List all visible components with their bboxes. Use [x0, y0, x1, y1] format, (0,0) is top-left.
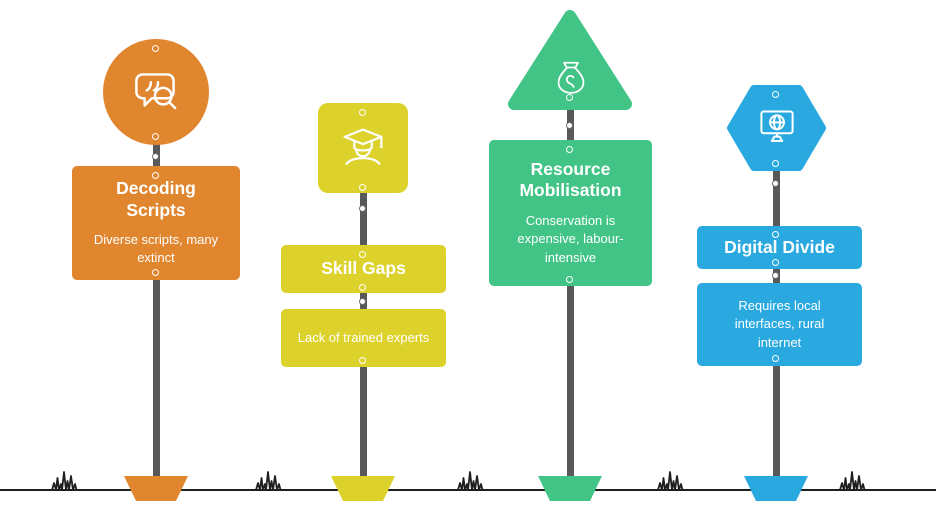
screw [772, 231, 779, 238]
screw [152, 133, 159, 140]
hexagon-shape [727, 85, 826, 171]
hexagon-badge [726, 84, 827, 172]
globe-monitor-icon [759, 110, 794, 142]
circle-badge [103, 39, 209, 145]
post-description: Lack of trained experts [297, 329, 430, 345]
money-bag-icon [557, 61, 585, 94]
screw [566, 146, 573, 153]
screw [359, 284, 366, 291]
screw [152, 172, 159, 179]
triangle-shape [508, 10, 632, 110]
pole [152, 130, 160, 488]
screw [566, 122, 573, 129]
post-title: Digital Divide [724, 236, 835, 257]
screw [359, 109, 366, 116]
post-base [538, 476, 602, 501]
screw [152, 269, 159, 276]
screw [359, 251, 366, 258]
screw [772, 160, 779, 167]
post-title: Decoding Scripts [116, 178, 196, 220]
graduate-icon [343, 128, 383, 166]
screw [772, 259, 779, 266]
screw [359, 357, 366, 364]
post-base [331, 476, 395, 501]
post-description: Requires local interfaces, rural interne… [734, 297, 825, 350]
screw [152, 153, 159, 160]
screw [772, 272, 779, 279]
screw [772, 91, 779, 98]
board-digital-divide-title: Digital Divide [697, 226, 862, 269]
screw [566, 94, 573, 101]
square-badge [318, 103, 408, 193]
screw [152, 45, 159, 52]
board-decoding-scripts: Decoding Scripts Diverse scripts, many e… [72, 166, 240, 280]
post-title: Skill Gaps [321, 258, 406, 279]
post-description: Diverse scripts, many extinct [93, 231, 219, 266]
post-base [744, 476, 808, 501]
board-resource-mobilisation: Resource Mobilisation Conservation is ex… [489, 140, 652, 286]
screw [359, 184, 366, 191]
screw [772, 180, 779, 187]
post-base [124, 476, 188, 501]
board-digital-divide-desc: Requires local interfaces, rural interne… [697, 283, 862, 366]
screw [359, 205, 366, 212]
chat-search-icon [135, 73, 177, 110]
post-title: Resource Mobilisation [519, 158, 622, 201]
triangle-badge [504, 6, 636, 112]
post-description: Conservation is expensive, labour-intens… [517, 212, 624, 265]
screw [772, 355, 779, 362]
screw [359, 298, 366, 305]
screw [566, 276, 573, 283]
